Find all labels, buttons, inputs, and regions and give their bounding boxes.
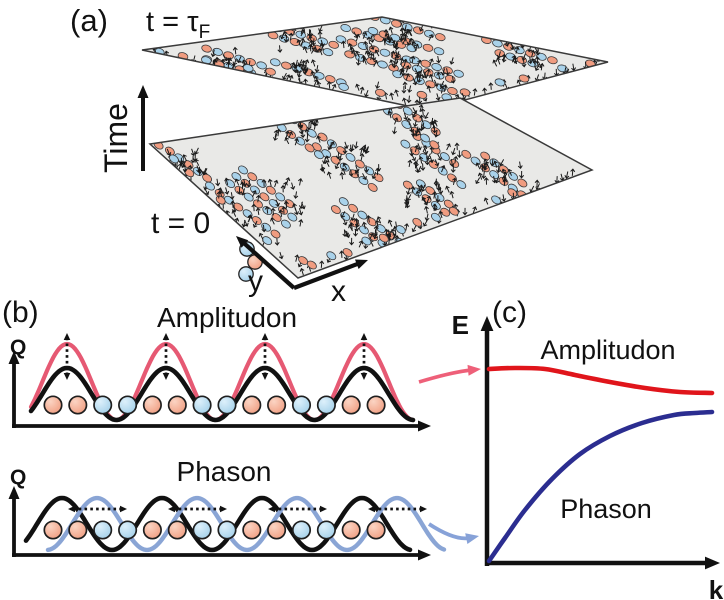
mode-connector-arrows bbox=[418, 364, 481, 544]
plane-top-texture bbox=[152, 17, 600, 110]
amplitudon-drawing bbox=[8, 333, 431, 432]
time-zero-label: t = 0 bbox=[151, 207, 210, 240]
panel-a-label: (a) bbox=[70, 3, 108, 38]
panel-b-label: (b) bbox=[2, 296, 39, 329]
y-axis-label: y bbox=[248, 265, 263, 298]
phason-branch-label: Phason bbox=[560, 494, 652, 524]
panel-a: (a) t = τF t = 0 Time y x bbox=[70, 3, 609, 308]
panel-a-axes bbox=[137, 85, 368, 290]
amplitudon-branch-label: Amplitudon bbox=[540, 335, 675, 365]
phason-q-label: Q bbox=[10, 466, 26, 489]
x-axis-label: x bbox=[331, 275, 346, 308]
panel-b-phason: Phason Q bbox=[8, 456, 447, 561]
time-axis-label: Time bbox=[98, 103, 134, 173]
panel-c-label: (c) bbox=[492, 296, 527, 329]
dispersion-plot bbox=[480, 316, 720, 570]
energy-axis-label: E bbox=[452, 310, 469, 340]
snapshot-plane-top-edge bbox=[141, 16, 609, 111]
momentum-axis-label: k bbox=[709, 575, 724, 600]
phason-title: Phason bbox=[177, 456, 272, 487]
snapshot-plane-bottom-edge bbox=[148, 97, 594, 279]
time-tau-label: t = τF bbox=[146, 6, 210, 43]
plane-bottom-texture bbox=[153, 99, 576, 276]
amplitudon-title: Amplitudon bbox=[157, 302, 297, 333]
panel-b-amplitudon: (b) Amplitudon Q bbox=[2, 296, 431, 432]
phason-drawing bbox=[8, 486, 447, 561]
panel-c: (c) E k Amplitudon Phason bbox=[452, 296, 724, 600]
